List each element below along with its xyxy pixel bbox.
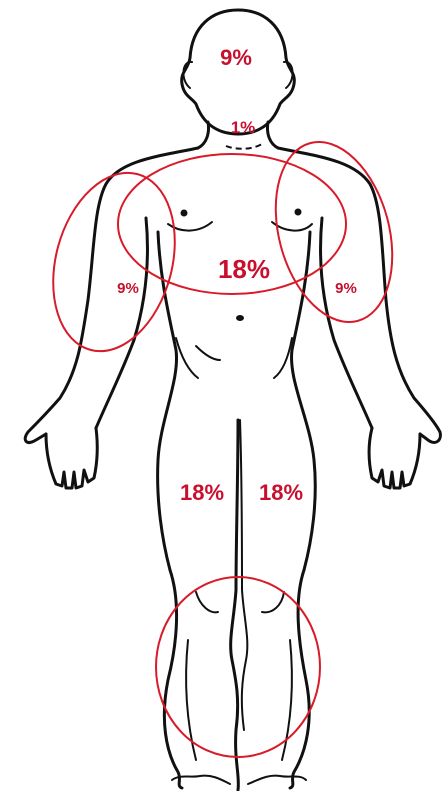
right-hand-outline bbox=[46, 428, 97, 488]
knees-circle bbox=[156, 577, 320, 757]
right-leg-label: 18% bbox=[180, 480, 224, 505]
chest-label: 18% bbox=[218, 254, 270, 284]
left-arm-label: 9% bbox=[335, 280, 357, 297]
right-arm-outline bbox=[25, 148, 198, 442]
head-label: 9% bbox=[220, 45, 252, 70]
right-arm-circle bbox=[34, 159, 193, 365]
left-leg-label: 18% bbox=[259, 480, 303, 505]
collar-dash bbox=[226, 144, 262, 149]
right-arm-label: 9% bbox=[117, 280, 139, 297]
neck-label: 1% bbox=[231, 118, 256, 137]
head-outline bbox=[182, 10, 295, 134]
inner-leg-line bbox=[231, 420, 239, 790]
neck-outline bbox=[198, 122, 209, 148]
region-circles bbox=[34, 129, 411, 757]
left-hand-outline bbox=[369, 428, 420, 488]
